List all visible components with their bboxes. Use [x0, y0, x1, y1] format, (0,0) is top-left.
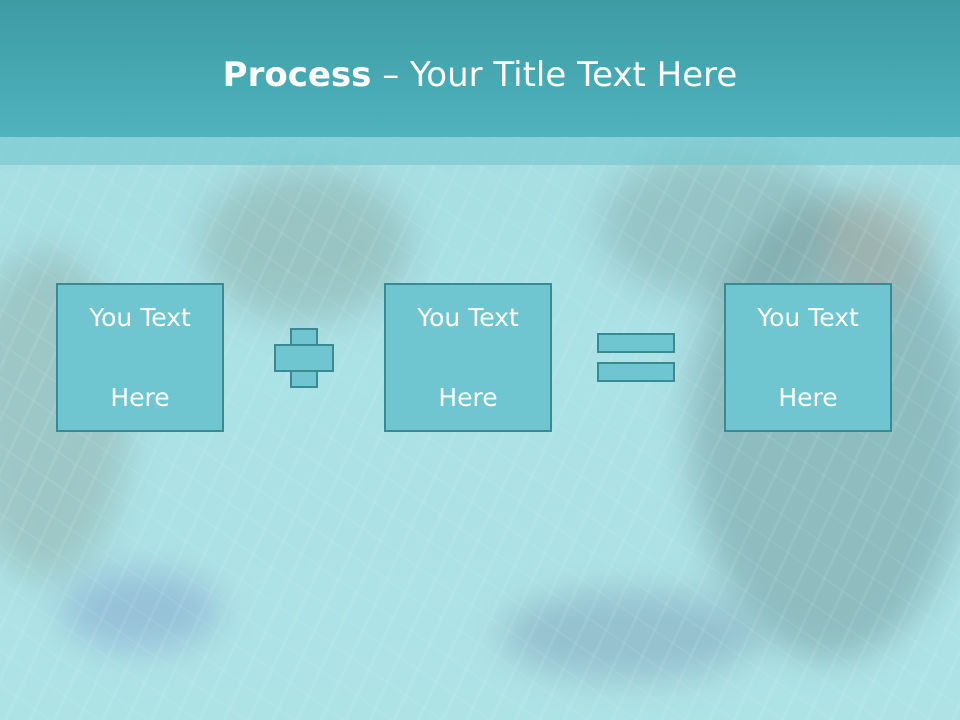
title-bar	[0, 0, 960, 137]
title-band	[0, 137, 960, 165]
box-2-line1: You Text	[417, 302, 519, 332]
box-1-line2: Here	[110, 382, 170, 412]
box-3-line2: Here	[778, 382, 838, 412]
box-1-line1: You Text	[89, 302, 191, 332]
title-separator: –	[371, 55, 411, 95]
slide-title: Process – Your Title Text Here	[0, 55, 960, 95]
box-3-line1: You Text	[757, 302, 859, 332]
title-rest: Your Title Text Here	[410, 55, 738, 95]
box-2-line2: Here	[438, 382, 498, 412]
title-bold: Process	[222, 55, 372, 95]
